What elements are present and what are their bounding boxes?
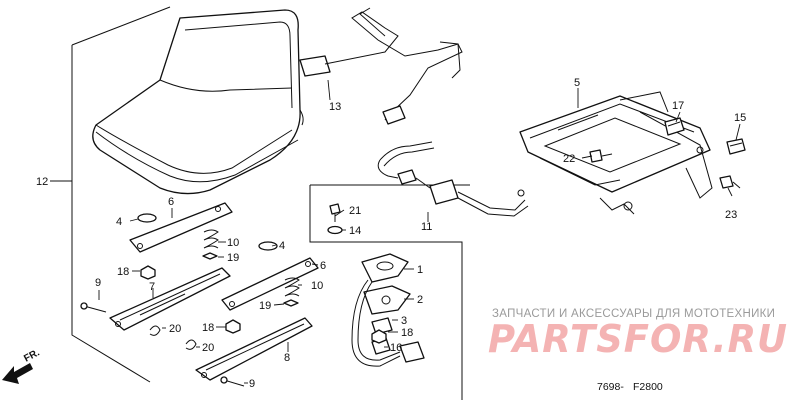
- watermark-logo: PARTSFOR.RU: [488, 317, 788, 361]
- watermark-tagline: ЗАПЧАСТИ И АКСЕССУАРЫ ДЛЯ МОТОТЕХНИКИ: [492, 308, 775, 320]
- clip-20-lower: [185, 339, 197, 350]
- callout-19b: 19: [259, 300, 271, 312]
- clip-3: [371, 317, 393, 335]
- callout-9a: 9: [95, 277, 101, 289]
- callout-14: 14: [349, 225, 361, 237]
- callout-23: 23: [725, 209, 737, 221]
- bracket-2: [363, 285, 411, 315]
- nut-18-right: [225, 319, 241, 334]
- watermark: ЗАПЧАСТИ И АКСЕССУАРЫ ДЛЯ МОТОТЕХНИКИ PA…: [488, 308, 788, 361]
- clip-15: [726, 138, 746, 155]
- callout-11: 11: [421, 221, 432, 233]
- callout-22: 22: [563, 153, 575, 165]
- callout-18c: 18: [401, 327, 413, 339]
- callout-6a: 6: [168, 196, 174, 208]
- callout-21: 21: [349, 205, 361, 217]
- callout-18a: 18: [117, 266, 129, 278]
- callout-15: 15: [734, 112, 746, 124]
- callout-4b: 4: [279, 240, 285, 252]
- arrow-left-icon: [2, 363, 33, 384]
- bolt-22: [589, 149, 613, 163]
- slide-rail-8: [195, 317, 313, 381]
- nut-19-right: [283, 299, 299, 307]
- bolt-9-upper: [80, 302, 107, 313]
- bolt-21: [329, 203, 341, 222]
- bolt-23: [719, 175, 741, 189]
- cable-16: [351, 279, 425, 367]
- slide-rail-7: [109, 267, 231, 331]
- bolt-9-lower: [220, 376, 245, 387]
- washer-4-right: [258, 241, 278, 251]
- callout-10a: 10: [227, 237, 239, 249]
- callout-5: 5: [574, 77, 580, 89]
- direction-label: FR.: [22, 347, 42, 364]
- callout-2: 2: [417, 294, 423, 306]
- drawing-code: 7698- F2800: [597, 381, 663, 393]
- callout-18b: 18: [202, 322, 214, 334]
- callout-10b: 10: [311, 280, 323, 292]
- base-frame-5: [519, 91, 713, 215]
- nut-19-left: [202, 252, 218, 260]
- callout-8: 8: [284, 352, 290, 364]
- callout-6b: 6: [320, 260, 326, 272]
- callout-12: 12: [36, 176, 48, 188]
- nut-18-left: [140, 265, 156, 280]
- callout-9b: 9: [249, 378, 255, 390]
- washer-4-left: [137, 213, 157, 223]
- callout-20b: 20: [202, 342, 214, 354]
- callout-7: 7: [149, 281, 155, 293]
- spring-10-left: [203, 229, 219, 249]
- callout-20a: 20: [169, 323, 181, 335]
- callout-13: 13: [329, 101, 341, 113]
- seat-cushion: [92, 9, 304, 195]
- callout-17: 17: [672, 100, 684, 112]
- callout-19a: 19: [227, 252, 239, 264]
- leader-lines: [50, 79, 741, 384]
- callout-3: 3: [401, 315, 407, 327]
- clip-17: [664, 117, 685, 136]
- callout-16: 16: [390, 342, 402, 354]
- rail-6-right: [221, 257, 319, 311]
- drawing-code-left: 7698-: [597, 381, 624, 393]
- nut-18-switch: [371, 329, 387, 344]
- front-direction-arrow: FR.: [2, 347, 42, 384]
- rail-6-left: [129, 202, 233, 253]
- callout-labels: 1 2 3 4 4 5 6 6 7 8 9 9 10 10 11 12 13 1…: [36, 77, 746, 390]
- washer-14: [327, 225, 343, 235]
- callout-1: 1: [417, 264, 423, 276]
- spring-10-right: [284, 277, 300, 297]
- wire-harness-11: [377, 141, 529, 217]
- callout-4a: 4: [116, 216, 122, 228]
- drawing-code-right: F2800: [633, 381, 663, 393]
- clip-20-upper: [149, 325, 161, 336]
- bracket-13: [299, 7, 463, 125]
- switch-1: [361, 253, 409, 283]
